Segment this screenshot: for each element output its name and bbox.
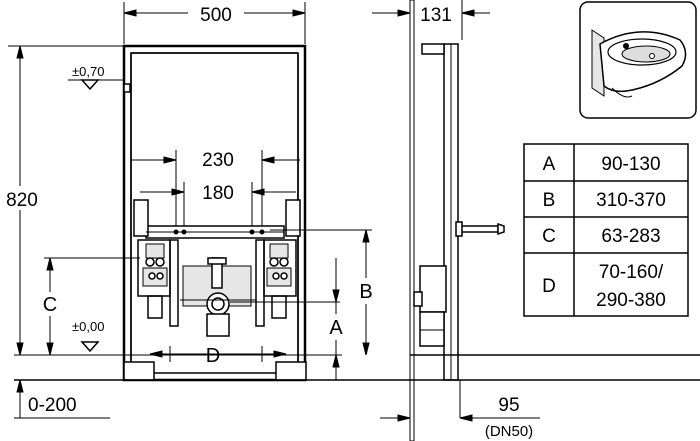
wall-line <box>409 0 415 441</box>
table-row-B-value: 310-370 <box>596 190 666 211</box>
drain-offset-value: 95 <box>498 395 519 416</box>
mounting-holes <box>173 229 265 235</box>
level-floor-marker: ±0,00 <box>14 319 342 356</box>
bidet-illustration <box>579 1 697 119</box>
width-value: 500 <box>200 5 232 26</box>
label-A: A <box>329 317 343 339</box>
threaded-rod <box>455 221 505 237</box>
drain-size-value: (DN50) <box>485 423 533 440</box>
table-row-A-value: 90-130 <box>601 154 660 175</box>
table-row-C-value: 63-283 <box>601 226 660 247</box>
table-row-A-key: A <box>543 154 556 175</box>
table-row-C-key: C <box>542 226 556 247</box>
table-row-D-value: 70-160/ <box>599 262 664 283</box>
spacing-230-dimension: 230 <box>130 150 300 226</box>
drain-offset-dimension: 95 (DN50) <box>380 380 540 440</box>
dimension-C: C <box>40 257 140 356</box>
label-B: B <box>359 281 372 303</box>
label-C: C <box>43 294 57 316</box>
level-top-label: ±0,70 <box>72 64 104 79</box>
left-bracket <box>137 239 171 319</box>
side-view: 131 <box>342 0 700 441</box>
dimension-A: A <box>230 258 348 380</box>
label-D: D <box>206 345 220 367</box>
mounting-crossbar <box>133 199 301 239</box>
spacing-230-value: 230 <box>202 150 234 171</box>
floor-range-value: 0-200 <box>28 395 77 416</box>
support-posts <box>169 239 265 327</box>
floor-range-dimension: 0-200 <box>14 379 124 419</box>
width-dimension: 500 <box>123 2 306 44</box>
table-row-B-key: B <box>543 190 556 211</box>
dimension-D: D <box>149 345 287 367</box>
level-floor-label: ±0,00 <box>72 319 104 334</box>
depth-value: 131 <box>420 5 452 26</box>
dimension-B: B <box>270 229 378 356</box>
frame-side <box>421 43 459 381</box>
table-row-D-key: D <box>542 276 556 297</box>
height-value: 820 <box>6 190 38 211</box>
dimension-table: A 90-130 B 310-370 C 63-283 D 70-160/ 29… <box>523 143 689 317</box>
side-box <box>413 265 447 347</box>
spacing-180-dimension: 180 <box>140 182 296 226</box>
table-row-D-value2: 290-380 <box>596 290 666 311</box>
front-view: 500 820 ±0,70 <box>0 2 378 419</box>
spacing-180-value: 180 <box>202 183 234 204</box>
drain-assembly <box>180 257 256 337</box>
right-bracket <box>263 239 297 319</box>
height-dimension: 820 <box>0 45 124 356</box>
depth-dimension: 131 <box>372 0 490 40</box>
level-top-marker: ±0,70 <box>68 64 124 91</box>
